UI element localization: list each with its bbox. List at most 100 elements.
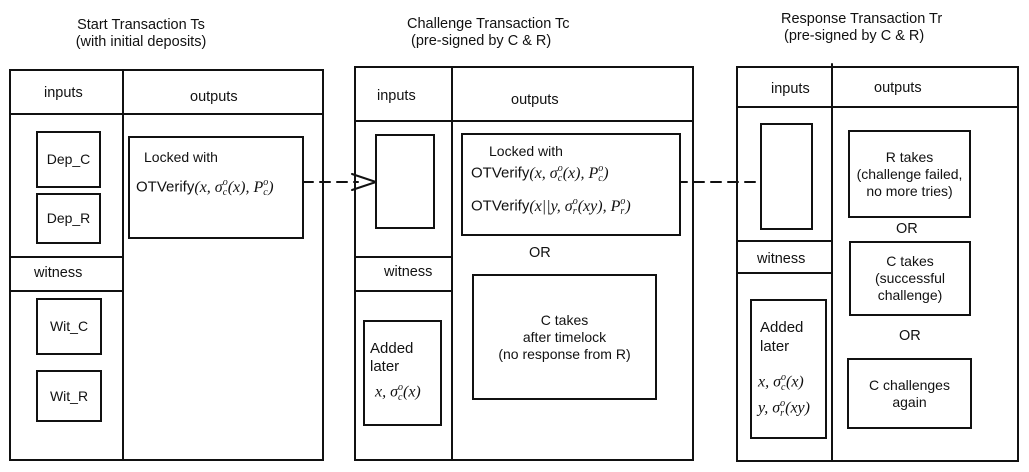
challenge-otverify2-end: )	[625, 197, 631, 215]
start-otverify-sub: c	[222, 187, 228, 198]
challenge-otverify2-fn: OTVerify	[471, 197, 530, 215]
response-inputs-label: inputs	[771, 81, 810, 97]
start-title-line1: Start Transaction Ts	[77, 17, 205, 33]
challenge-otverify1-psup: o	[598, 163, 604, 174]
r-takes-line1: R takes	[885, 148, 934, 165]
challenge-otverify1-sub: c	[557, 173, 563, 184]
start-otverify-psup: o	[263, 177, 269, 188]
challenge-otverify2-psub: r	[620, 206, 625, 217]
dep-c-box: Dep_C	[36, 131, 101, 188]
start-title: Start Transaction Ts (with initial depos…	[46, 17, 236, 51]
challenge-added-math-a: x, σ	[375, 383, 398, 401]
challenge-locked-with-label: Locked with	[489, 143, 563, 159]
challenge-title: Challenge Transaction Tc (pre-signed by …	[407, 16, 597, 50]
wit-c-box: Wit_C	[36, 298, 102, 355]
challenge-outputs-label: outputs	[511, 92, 559, 108]
challenge-title-line1: Challenge Transaction Tc	[407, 16, 570, 32]
response-title-line1: Response Transaction Tr	[781, 11, 943, 27]
c-takes-line1: C takes	[886, 253, 934, 269]
response-title-line2: (pre-signed by C & R)	[784, 28, 925, 44]
start-transaction-frame	[9, 69, 324, 461]
c-takes-line2: (successful	[874, 270, 946, 286]
start-otverify-psub: c	[263, 187, 268, 198]
challenge-c-takes-line3: (no response from R)	[498, 345, 631, 362]
dep-r-label: Dep_R	[46, 210, 91, 226]
response-added-math1-b: (x)	[786, 373, 804, 391]
challenge-otverify1-args: (x, σ	[529, 164, 558, 182]
start-otverify-fn: OTVerify	[136, 178, 195, 196]
challenge-added-math-b: (x)	[403, 383, 421, 401]
challenge-c-takes-line1: C takes	[540, 311, 589, 328]
c-again-line1: C challenges	[869, 376, 950, 393]
challenge-otverify2-mid: (xy), P	[577, 197, 621, 215]
challenge-otverify1-end: )	[603, 164, 609, 182]
response-added-math1-sup: o	[781, 372, 786, 383]
r-takes-line3: no more tries)	[866, 182, 953, 199]
challenge-c-takes-box: C takes after timelock (no response from…	[472, 274, 657, 400]
challenge-otverify2-psup: o	[620, 196, 626, 207]
response-added-math2-a: y, σ	[758, 399, 781, 417]
response-added-line2: later	[760, 338, 790, 355]
response-input-box	[760, 123, 813, 230]
challenge-transaction-frame	[354, 66, 694, 461]
challenge-c-takes-line2: after timelock	[522, 328, 607, 345]
response-added-line1: Added	[760, 319, 804, 336]
c-takes-box: C takes (successful challenge)	[849, 241, 971, 316]
challenge-input-box	[375, 134, 435, 229]
challenge-inputs-label: inputs	[377, 88, 416, 104]
r-takes-line2: (challenge failed,	[856, 165, 963, 182]
challenge-otverify1-mid: (x), P	[562, 164, 599, 182]
dep-c-label: Dep_C	[46, 151, 91, 167]
r-takes-box: R takes (challenge failed, no more tries…	[848, 130, 971, 218]
wit-r-label: Wit_R	[49, 387, 89, 404]
start-witness-label: witness	[34, 265, 83, 281]
challenge-title-line2: (pre-signed by C & R)	[411, 33, 552, 49]
response-added-math2-sub: r	[780, 408, 785, 419]
challenge-or-label: OR	[529, 245, 551, 261]
start-outputs-label: outputs	[190, 89, 238, 105]
response-outputs-label: outputs	[874, 80, 922, 96]
response-added-later-text: Added later	[760, 318, 803, 356]
challenge-added-math-sub: c	[398, 392, 403, 403]
response-transaction-frame	[736, 66, 1019, 462]
challenge-otverify1-psub: c	[598, 173, 603, 184]
dep-r-box: Dep_R	[36, 193, 101, 244]
wit-c-label: Wit_C	[49, 318, 89, 334]
wit-r-box: Wit_R	[36, 370, 102, 422]
start-otverify-mid: (x), P	[227, 178, 264, 196]
start-locked-with-label: Locked with	[144, 149, 218, 165]
response-or-label-2: OR	[899, 328, 921, 344]
response-added-math2-b: (xy)	[785, 399, 810, 417]
challenge-otverify1-sup: o	[557, 163, 563, 174]
response-added-math1-a: x, σ	[758, 373, 781, 391]
start-inputs-label: inputs	[44, 85, 83, 101]
c-challenges-again-box: C challenges again	[847, 358, 972, 429]
challenge-witness-label: witness	[384, 264, 433, 280]
response-title: Response Transaction Tr (pre-signed by C…	[781, 11, 971, 45]
start-otverify-sup: o	[222, 177, 228, 188]
start-title-line2: (with initial deposits)	[75, 34, 207, 50]
challenge-otverify2-args: (x||y, σ	[529, 197, 573, 215]
challenge-added-line1: Added	[370, 340, 414, 357]
challenge-added-line2: later	[370, 358, 400, 375]
challenge-otverify2-sup: o	[572, 196, 578, 207]
challenge-otverify2-sub: r	[572, 206, 577, 217]
challenge-otverify1-fn: OTVerify	[471, 164, 530, 182]
response-or-label-1: OR	[896, 221, 918, 237]
start-otverify-end: )	[268, 178, 274, 196]
challenge-added-math-sup: o	[398, 382, 403, 393]
challenge-added-later-text: Added later	[370, 340, 413, 376]
c-again-line2: again	[892, 393, 927, 410]
c-takes-line3: challenge)	[877, 287, 943, 303]
